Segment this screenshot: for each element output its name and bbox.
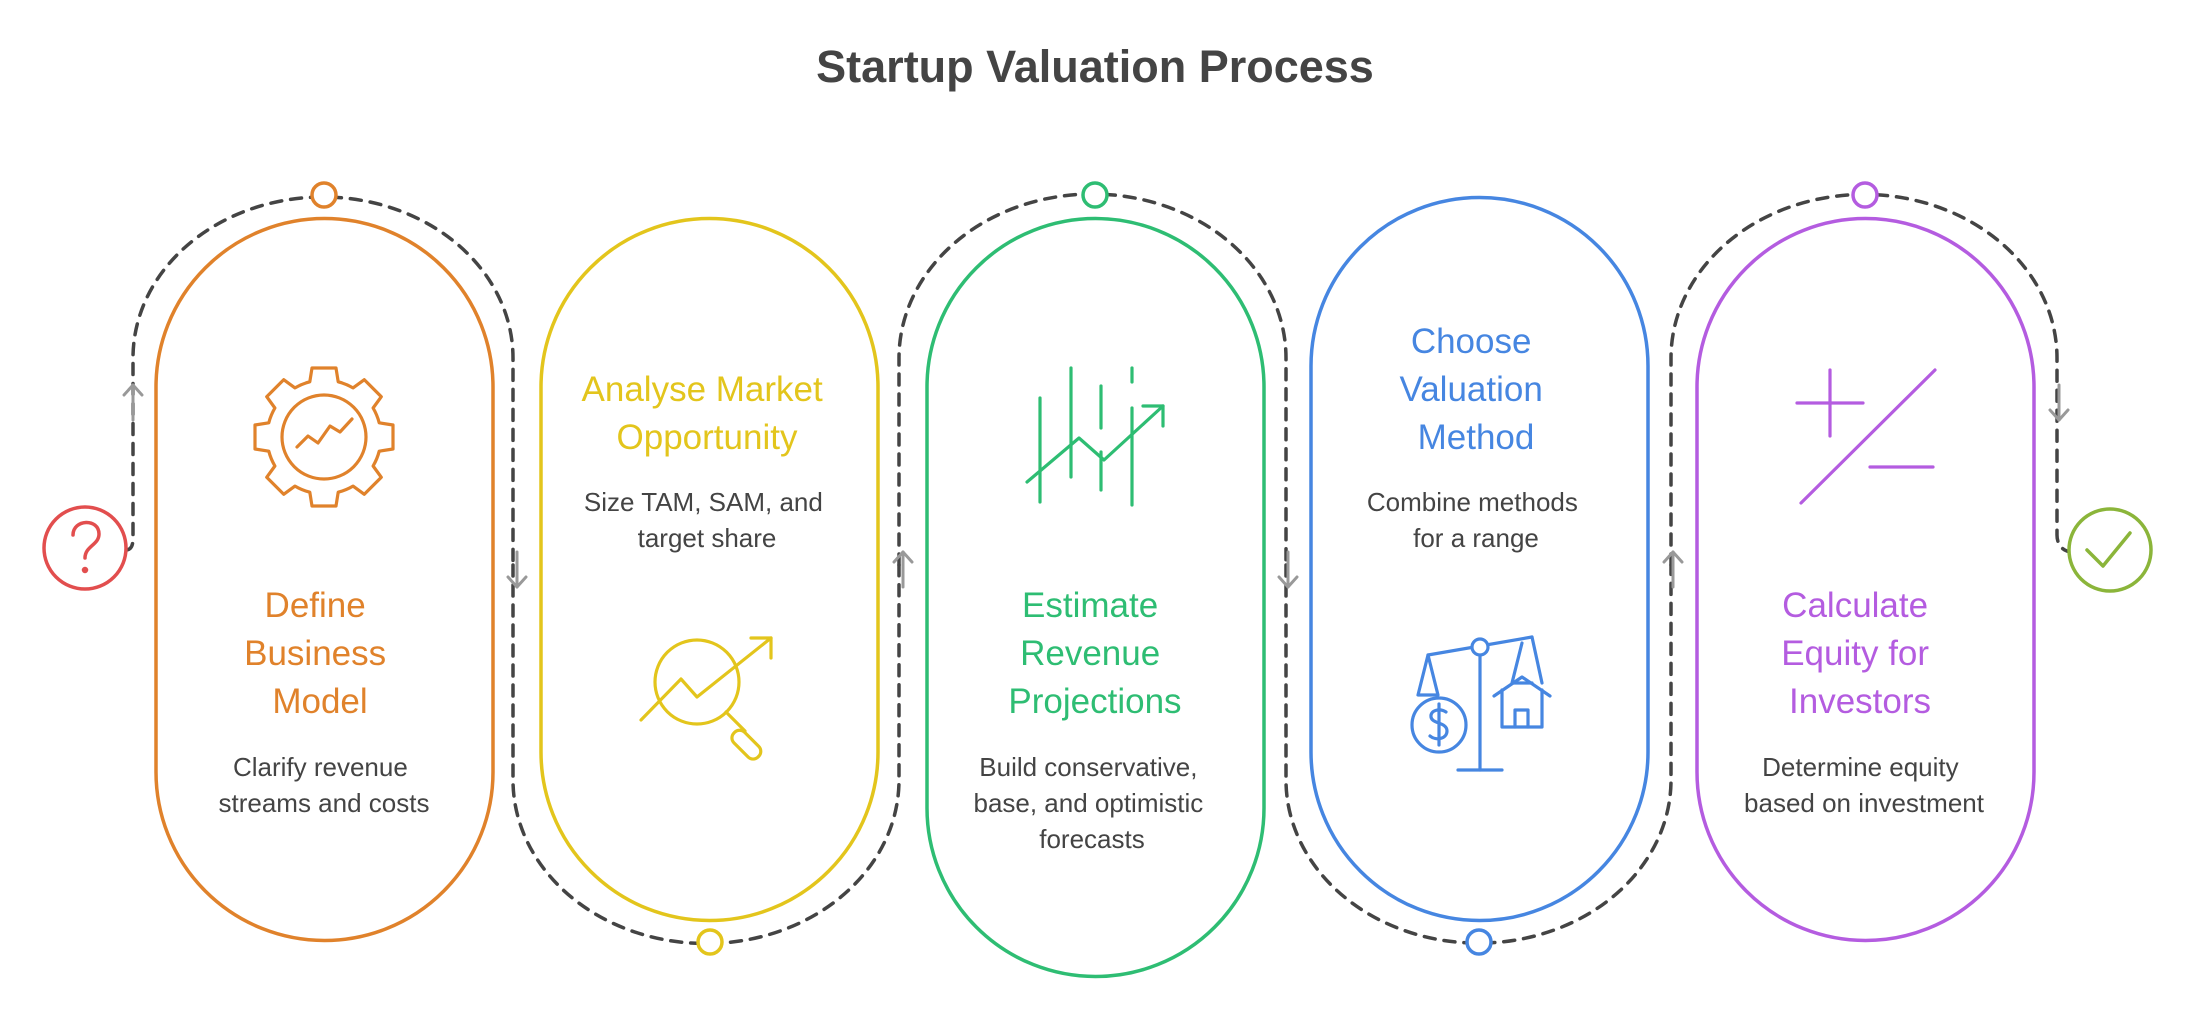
step-description: Combine methods for a range [1367, 487, 1585, 553]
magnifier-trend-icon [639, 636, 773, 761]
step-title-line: Opportunity [617, 418, 798, 457]
connector-4-5 [1669, 192, 2075, 567]
connector-1-2 [511, 563, 901, 946]
step-pill-5 [1695, 216, 2036, 943]
step-description-line: based on investment [1744, 788, 1985, 818]
step-description-line: Build conservative, [979, 752, 1197, 782]
step-texts: Define Business Model Clarify revenue st… [219, 322, 1985, 854]
node-dot [1081, 181, 1109, 209]
step-title-line: Analyse Market [582, 370, 823, 409]
step-description: Size TAM, SAM, and target share [584, 487, 830, 553]
step-title-line: Projections [1008, 682, 1181, 721]
step-title-line: Method [1418, 418, 1535, 457]
node-dot [696, 928, 724, 956]
connector-2-3 [897, 192, 1288, 567]
step-title: Estimate Revenue Projections [1008, 586, 1181, 721]
connector-start [123, 195, 515, 567]
arrow-up-icon [122, 383, 144, 422]
step-pill-1 [154, 216, 495, 943]
step-pills [154, 195, 2036, 979]
diagram-title: Startup Valuation Process [816, 41, 1374, 92]
arrow-up-icon [1662, 550, 1684, 589]
step-title: Define Business Model [244, 586, 396, 721]
step-title-line: Calculate [1782, 586, 1928, 625]
step-title: Calculate Equity for Investors [1781, 586, 1939, 721]
connector-3-4 [1284, 563, 1673, 945]
step-title: Choose Valuation Method [1399, 322, 1552, 457]
plus-minus-icon [1795, 368, 1937, 505]
step-title-line: Define [265, 586, 366, 625]
step-description: Build conservative, base, and optimistic… [973, 752, 1210, 854]
step-description-line: Determine equity [1762, 752, 1959, 782]
step-title-line: Investors [1789, 682, 1931, 721]
node-dot [310, 181, 338, 209]
connector-nodes [310, 181, 1879, 956]
step-title-line: Business [244, 634, 386, 673]
arrow-up-icon [892, 550, 914, 589]
step-description: Clarify revenue streams and costs [219, 752, 430, 818]
step-title-line: Revenue [1020, 634, 1160, 673]
step-description-line: Clarify revenue [233, 752, 408, 782]
step-description-line: forecasts [1039, 824, 1145, 854]
scale-icon [1410, 635, 1552, 772]
direction-arrows [122, 383, 2070, 589]
step-description-line: target share [638, 523, 777, 553]
step-description-line: streams and costs [219, 788, 430, 818]
step-pill-2 [539, 216, 880, 923]
step-description: Determine equity based on investment [1744, 752, 1985, 818]
node-dot [1851, 181, 1879, 209]
arrow-down-icon [1277, 550, 1299, 589]
step-title: Analyse Market Opportunity [582, 370, 833, 457]
step-title-line: Valuation [1399, 370, 1542, 409]
step-description-line: Combine methods [1367, 487, 1578, 517]
step-title-line: Model [272, 682, 367, 721]
node-dot [1465, 928, 1493, 956]
gear-chart-icon [253, 366, 395, 508]
step-pill-4 [1309, 195, 1650, 923]
step-description-line: base, and optimistic [973, 788, 1203, 818]
step-description-line: for a range [1413, 523, 1539, 553]
arrow-down-icon [2048, 383, 2070, 422]
bar-trend-icon [1025, 366, 1165, 507]
step-title-line: Estimate [1022, 586, 1158, 625]
step-title-line: Choose [1411, 322, 1532, 361]
step-title-line: Equity for [1781, 634, 1929, 673]
question-icon [42, 505, 128, 591]
step-description-line: Size TAM, SAM, and [584, 487, 823, 517]
arrow-down-icon [506, 550, 528, 589]
step-pill-3 [925, 216, 1266, 979]
check-icon [2067, 507, 2153, 593]
